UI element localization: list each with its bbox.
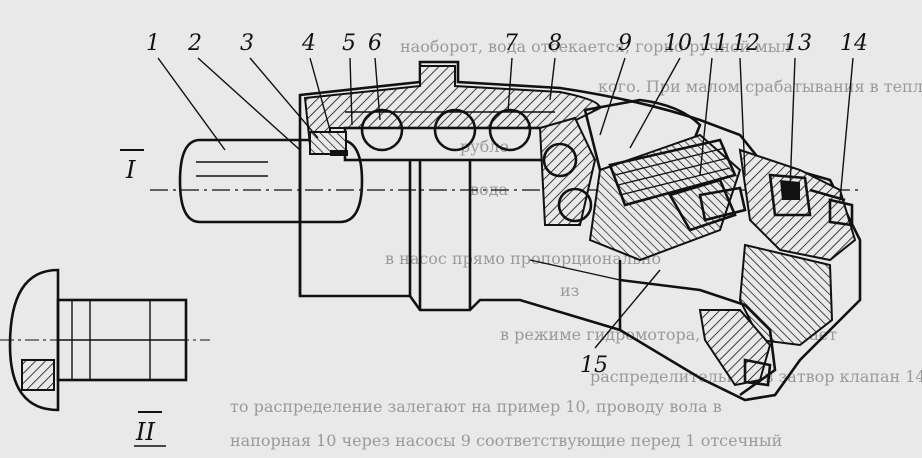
leader-lines: [157, 57, 854, 349]
label-4: 4: [301, 31, 316, 56]
label-11: 11: [700, 31, 728, 56]
drive-shaft: [178, 138, 364, 224]
label-13: 13: [784, 31, 812, 56]
cylinder-block: [538, 98, 742, 262]
label-2: 2: [187, 31, 202, 56]
label-7: 7: [504, 31, 518, 56]
label-3: 3: [240, 31, 254, 56]
part-labels: 1 2 3 4 5 6 7 8 9 10 11 12 13 14 15: [146, 31, 868, 378]
section-ii-bolt: [0, 268, 210, 412]
section-mark-i: I: [125, 156, 136, 184]
bg-line-3: вода: [470, 180, 508, 199]
bg-line-4: в насос прямо пропорционально: [385, 249, 661, 268]
background-text: наоборот, вода отсекается, горно-ручной …: [230, 37, 922, 450]
piston-assembly: [608, 138, 747, 232]
label-6: 6: [368, 31, 382, 56]
label-9: 9: [618, 31, 632, 56]
pump-housing: [298, 60, 862, 402]
label-8: 8: [548, 31, 562, 56]
section-mark-ii: II: [135, 418, 155, 446]
label-12: 12: [732, 31, 760, 56]
label-10: 10: [664, 31, 692, 56]
section-marks: I II: [120, 149, 166, 447]
label-14: 14: [840, 31, 868, 56]
distributor-valve: [738, 148, 857, 347]
bg-line-5: из: [560, 281, 579, 300]
label-1: 1: [146, 31, 160, 56]
bg-line-1: кого. При малом срабатывания в тепловой …: [598, 77, 922, 96]
label-15: 15: [580, 353, 608, 378]
bg-line-8: то распределение залегают на пример 10, …: [230, 397, 722, 416]
seal-ring: [309, 131, 348, 156]
bg-line-9: напорная 10 через насосы 9 соответствующ…: [230, 431, 782, 450]
label-5: 5: [342, 31, 356, 56]
bg-line-0: наоборот, вода отсекается, горно-ручной …: [400, 37, 791, 56]
